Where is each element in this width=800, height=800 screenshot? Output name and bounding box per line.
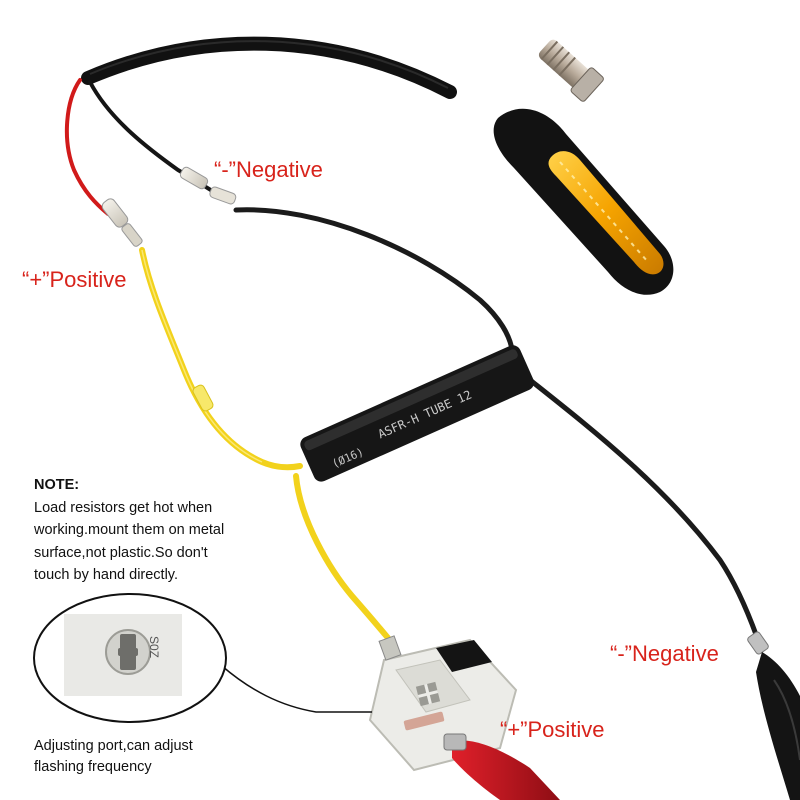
label-positive-left: “+”Positive	[22, 267, 127, 292]
bullet-connector-positive	[101, 198, 143, 247]
black-wire-negative	[233, 207, 515, 353]
red-wire	[64, 78, 110, 216]
black-wire-ground	[517, 369, 761, 643]
label-negative-right: “-”Negative	[610, 641, 719, 666]
adjust-caption-line: Adjusting port,can adjust	[34, 738, 193, 754]
load-resistor-tube: ASFR-H TUBE 12 (Ø16)	[300, 345, 534, 482]
note-line: touch by hand directly.	[34, 567, 179, 583]
bullet-connector-negative	[179, 166, 237, 205]
turn-signal-led-light	[538, 39, 604, 102]
alligator-clip-positive	[443, 733, 560, 800]
note-block: NOTE: Load resistors get hot when workin…	[34, 474, 334, 587]
main-cable	[81, 36, 457, 99]
zoom-inset: S0Z	[33, 593, 227, 723]
note-line: surface,not plastic.So don't	[34, 544, 208, 561]
note-title: NOTE:	[34, 477, 80, 493]
label-negative-top: “-”Negative	[214, 157, 323, 182]
adjust-caption-line: flashing frequency	[34, 759, 152, 775]
yellow-wire-positive	[139, 247, 303, 471]
note-line: Load resistors get hot when	[34, 499, 213, 516]
flasher-relay	[368, 635, 518, 772]
label-positive-bottom: “+”Positive	[500, 717, 605, 742]
callout-line	[221, 665, 372, 713]
yellow-wire-flasher	[293, 473, 391, 641]
alligator-clip-negative	[747, 631, 800, 800]
svg-text:S0Z: S0Z	[147, 636, 161, 658]
adjust-caption: Adjusting port,can adjust flashing frequ…	[34, 736, 334, 778]
note-line: working.mount them on metal	[34, 522, 225, 538]
